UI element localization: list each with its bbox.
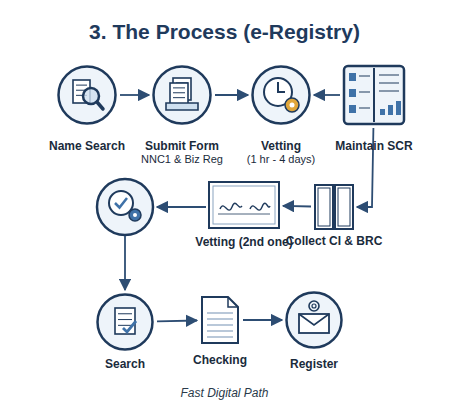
flow-arrow	[215, 94, 248, 96]
step-label: Search	[63, 357, 187, 371]
step-icon	[96, 293, 154, 351]
approval-gear-icon	[97, 179, 153, 235]
flow-arrow	[157, 206, 206, 208]
process-step: Maintain SCR	[312, 65, 436, 153]
process-step: Name Search	[25, 65, 149, 153]
process-step: Submit FormNNC1 & Biz Reg	[120, 65, 244, 166]
flow-arrow	[283, 205, 311, 207]
flow-arrow	[157, 320, 197, 323]
step-label: Submit Form	[120, 139, 244, 153]
connectors	[120, 95, 373, 321]
flow-arrow	[120, 94, 149, 96]
diagram-title: 3. The Process (e-Registry)	[0, 20, 449, 44]
step-icon-shape	[314, 184, 354, 230]
process-step: Search	[63, 293, 187, 371]
flow-arrow	[243, 319, 282, 321]
step-icon	[208, 181, 280, 229]
step-icon	[343, 65, 405, 125]
step-label: Maintain SCR	[312, 139, 436, 153]
step-icon	[314, 184, 354, 230]
flow-arrow	[124, 236, 126, 290]
step-icon	[152, 65, 212, 125]
step-label: Checking	[158, 353, 282, 367]
step-icon-shape	[200, 295, 240, 345]
step-icon-shape	[285, 291, 343, 349]
step-icon	[200, 295, 240, 345]
step-icon-shape	[251, 65, 311, 125]
step-label: Name Search	[25, 139, 149, 153]
flow-arrow	[314, 94, 340, 96]
step-note: (1 hr - 4 days)	[219, 153, 343, 166]
step-icon	[251, 65, 311, 125]
process-step: Vetting(1 hr - 4 days)	[219, 65, 343, 166]
step-note: NNC1 & Biz Reg	[120, 153, 244, 166]
step-icon	[285, 291, 343, 349]
process-step: Checking	[158, 295, 282, 367]
step-icon-shape	[152, 65, 212, 125]
step-label: Vetting (2nd one)	[182, 235, 306, 249]
diagram-caption: Fast Digital Path	[0, 386, 449, 400]
step-icon-shape	[343, 65, 405, 125]
step-icon-shape	[96, 293, 154, 351]
step-label: Vetting	[219, 139, 343, 153]
process-step: Register	[252, 291, 376, 371]
process-step: Vetting (2nd one)	[182, 181, 306, 249]
step-icon	[57, 65, 117, 125]
step-label: Register	[252, 357, 376, 371]
step-icon-shape	[57, 65, 117, 125]
step-icon-shape	[208, 181, 280, 229]
